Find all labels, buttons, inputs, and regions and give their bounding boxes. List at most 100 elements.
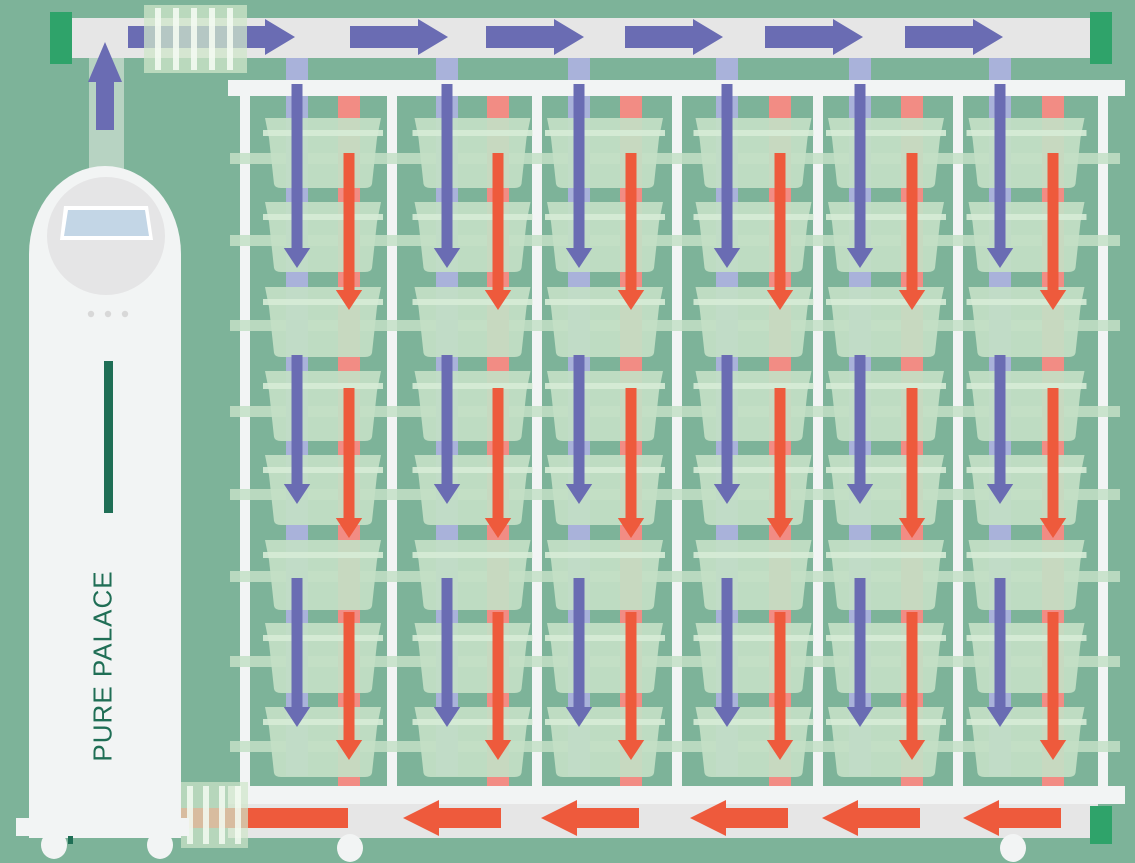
tray-lip [967, 467, 1087, 473]
tray-lip [826, 719, 946, 725]
tray-body [547, 118, 663, 188]
tray-lip [545, 130, 665, 136]
supply-inlet-6 [989, 58, 1011, 80]
tray-body [969, 540, 1085, 610]
tray-lip [545, 635, 665, 641]
grow-tray [545, 540, 665, 610]
filter-pleat [191, 8, 197, 70]
supply-inlet-3 [568, 58, 590, 80]
filter-pleat [235, 786, 241, 844]
grow-tray [413, 623, 533, 693]
rack-top-beam [228, 80, 1125, 96]
tray-body [696, 455, 812, 525]
grow-tray [826, 118, 946, 188]
tray-body [828, 455, 944, 525]
tray-body [828, 623, 944, 693]
tray-body [547, 287, 663, 357]
tray-lip [263, 635, 383, 641]
grow-tray [545, 202, 665, 272]
tray-body [547, 455, 663, 525]
tray-body [547, 623, 663, 693]
tray-body [969, 455, 1085, 525]
tray-lip [694, 635, 814, 641]
tray-lip [826, 467, 946, 473]
grow-tray [263, 540, 383, 610]
rack-post-7 [1098, 80, 1108, 792]
grow-tray [826, 287, 946, 357]
grow-tray [967, 118, 1087, 188]
grow-tray [967, 371, 1087, 441]
supply-inlet-1 [286, 58, 308, 80]
tray-lip [545, 299, 665, 305]
filter-pleat [155, 8, 161, 70]
grow-tray [967, 202, 1087, 272]
tray-lip [545, 719, 665, 725]
unit-base-plate [16, 818, 189, 836]
tray-lip [413, 635, 533, 641]
tray-lip [263, 214, 383, 220]
grow-tray [545, 118, 665, 188]
supply-inlet-2 [436, 58, 458, 80]
grow-tray [413, 118, 533, 188]
tray-body [265, 623, 381, 693]
grow-tray [545, 287, 665, 357]
status-dot-2 [105, 311, 111, 317]
tray-lip [545, 383, 665, 389]
tray-body [828, 707, 944, 777]
tray-body [415, 287, 531, 357]
tray-body [696, 118, 812, 188]
tray-body [265, 202, 381, 272]
filter-pleat [173, 8, 179, 70]
tray-lip [413, 467, 533, 473]
grow-tray [263, 371, 383, 441]
tray-lip [413, 552, 533, 558]
grow-tray [263, 707, 383, 777]
grow-tray [263, 623, 383, 693]
tray-lip [967, 635, 1087, 641]
filter-pleat [219, 786, 225, 844]
grow-tray [967, 707, 1087, 777]
tray-lip [545, 467, 665, 473]
supply-inlet-4 [716, 58, 738, 80]
tray-lip [967, 552, 1087, 558]
tray-body [415, 118, 531, 188]
tray-lip [545, 552, 665, 558]
grow-tray [967, 623, 1087, 693]
grow-tray [413, 371, 533, 441]
tray-body [415, 707, 531, 777]
tray-lip [694, 467, 814, 473]
grow-tray [826, 707, 946, 777]
tray-lip [263, 467, 383, 473]
rack-post-1 [240, 80, 250, 792]
tray-lip [413, 214, 533, 220]
tray-lip [263, 299, 383, 305]
tray-body [696, 623, 812, 693]
status-dot-3 [122, 311, 128, 317]
supply-inlet-5 [849, 58, 871, 80]
tray-lip [263, 383, 383, 389]
tray-lip [263, 130, 383, 136]
caster-wheel-4 [1000, 834, 1026, 862]
tray-body [415, 623, 531, 693]
grow-tray [545, 371, 665, 441]
tray-body [265, 287, 381, 357]
tray-lip [694, 299, 814, 305]
grow-tray [694, 623, 814, 693]
tray-lip [694, 383, 814, 389]
tray-body [415, 202, 531, 272]
tray-lip [694, 719, 814, 725]
supply-duct-right-cap [1090, 12, 1112, 64]
tray-lip [694, 214, 814, 220]
tray-body [969, 707, 1085, 777]
tray-lip [826, 299, 946, 305]
tray-body [828, 287, 944, 357]
supply-duct-left-cap [50, 12, 72, 64]
return-duct-right-cap [1090, 806, 1112, 844]
tray-lip [967, 130, 1087, 136]
tray-lip [826, 214, 946, 220]
tray-lip [413, 299, 533, 305]
tray-lip [967, 383, 1087, 389]
tray-lip [826, 635, 946, 641]
grow-tray [413, 707, 533, 777]
